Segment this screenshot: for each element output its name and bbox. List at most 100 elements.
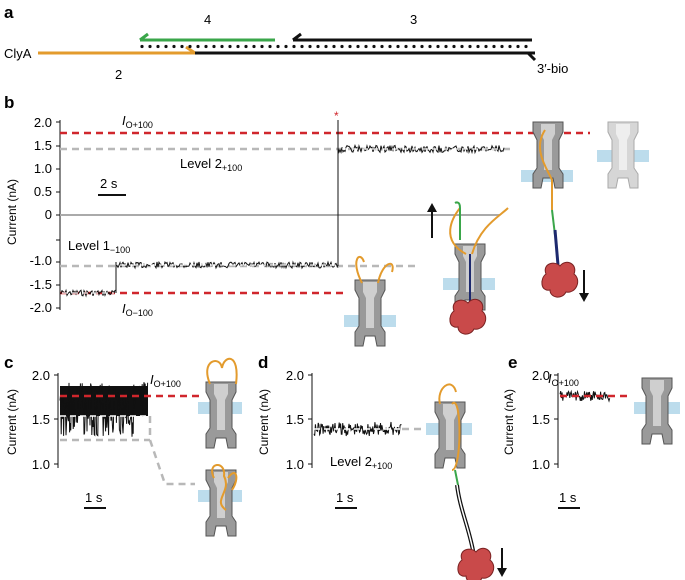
b-pore-open-bottom: [344, 255, 396, 347]
base-pair-dot: [260, 44, 264, 49]
base-pair-dot: [380, 44, 384, 49]
e-pore-illustration: [634, 377, 680, 445]
base-pair-dot: [388, 44, 392, 49]
base-pair-dot: [276, 44, 280, 49]
base-pair-dot: [220, 44, 224, 49]
base-pair-dot: [284, 44, 288, 49]
b-scale-label: 2 s: [100, 176, 118, 191]
panel-c-label: c: [4, 353, 13, 372]
base-pair-dot: [228, 44, 232, 49]
b-tick-0.5: 0.5: [34, 184, 52, 199]
base-pair-dot: [420, 44, 424, 49]
d-tick-2.0: 2.0: [286, 368, 304, 383]
base-pair-dot: [468, 44, 472, 49]
base-pair-dot: [484, 44, 488, 49]
base-pair-dot: [292, 44, 296, 49]
c-tick-1.0: 1.0: [32, 457, 50, 472]
panel-e: e Current (nA) 2.0 1.5 1.0 IO+100 1 s: [502, 353, 680, 509]
base-pair-dot: [340, 44, 344, 49]
b-tick-1.5: 1.5: [34, 138, 52, 153]
base-pair-dot: [396, 44, 400, 49]
base-pair-dot: [332, 44, 336, 49]
b-tick-m1.0: -1.0: [30, 253, 52, 268]
base-pair-dot: [324, 44, 328, 49]
base-pair-dot: [452, 44, 456, 49]
panel-a-label: a: [4, 3, 14, 22]
base-pair-dot: [500, 44, 504, 49]
b-label-level1: Level 1−100: [68, 238, 130, 255]
base-pair-dot: [156, 44, 160, 49]
base-pair-dot: [252, 44, 256, 49]
base-pair-dot: [516, 44, 520, 49]
base-pair-dot: [508, 44, 512, 49]
panel-b-ylabel: Current (nA): [5, 179, 19, 245]
base-pair-dot: [436, 44, 440, 49]
b-pore-empty: [597, 121, 649, 189]
c-trace-noise: [59, 382, 149, 437]
b-tick-2.0: 2.0: [34, 115, 52, 130]
e-level-label: IO+100: [548, 371, 579, 388]
base-pair-dot: [172, 44, 176, 49]
c-tick-2.0: 2.0: [32, 368, 50, 383]
base-pair-dot: [244, 44, 248, 49]
c-pore-top: [198, 357, 242, 449]
panel-c-ylabel: Current (nA): [5, 389, 19, 455]
panel-d-ticks: [308, 374, 312, 465]
panel-c-ticks: [54, 374, 58, 465]
end-label-3bio: 3′-bio: [537, 61, 568, 76]
b-trace: [59, 120, 505, 298]
base-pair-dot: [148, 44, 152, 49]
base-pair-dot: [236, 44, 240, 49]
base-pair-dot: [196, 44, 200, 49]
segment-label-2: 2: [115, 67, 122, 82]
base-pair-dot: [524, 44, 528, 49]
b-label-iom100: IO−100: [122, 301, 153, 318]
base-pair-dot: [188, 44, 192, 49]
panel-b-ticks: [56, 121, 60, 309]
c-grey-dash: [148, 416, 195, 486]
b-pore-level2: [521, 121, 589, 302]
e-scale-label: 1 s: [559, 490, 577, 505]
b-tick-m2.0: -2.0: [30, 300, 52, 315]
segment-label-4: 4: [204, 12, 211, 27]
c-tick-1.5: 1.5: [32, 412, 50, 427]
b-label-level2: Level 2+100: [180, 156, 242, 173]
base-pair-dot: [316, 44, 320, 49]
c-scale-label: 1 s: [85, 490, 103, 505]
base-pair-dot: [308, 44, 312, 49]
panel-d-ylabel: Current (nA): [257, 389, 271, 455]
c-level-label: IO+100: [150, 372, 181, 389]
panel-e-label: e: [508, 353, 517, 372]
base-pair-dot: [268, 44, 272, 49]
b-tick-0: 0: [45, 207, 52, 222]
e-tick-1.0: 1.0: [532, 457, 550, 472]
base-pair-dot: [348, 44, 352, 49]
base-pair-dot: [412, 44, 416, 49]
base-pair-dot: [300, 44, 304, 49]
strand-4-arrowhead: [139, 32, 149, 42]
d-level-label: Level 2+100: [330, 454, 392, 471]
c-pore-bottom: [198, 464, 242, 537]
d-tick-1.5: 1.5: [286, 412, 304, 427]
b-tick-1.0: 1.0: [34, 161, 52, 176]
panel-c: c Current (nA) 2.0 1.5 1.0 IO+100 1 s: [4, 353, 242, 537]
base-pair-dot: [140, 44, 144, 49]
base-pair-dot: [492, 44, 496, 49]
base-pair-dot: [428, 44, 432, 49]
strand-2-arrowhead: [185, 45, 196, 55]
e-tick-1.5: 1.5: [532, 412, 550, 427]
panel-e-ylabel: Current (nA): [502, 389, 516, 455]
d-trace: [313, 421, 402, 437]
segment-label-3: 3: [410, 12, 417, 27]
panel-d-label: d: [258, 353, 268, 372]
b-tick-m1.5: -1.5: [30, 277, 52, 292]
panel-b-label: b: [4, 93, 14, 112]
strand-label-clya: ClyA: [4, 46, 32, 61]
b-trace-seg2: [115, 260, 339, 270]
b-label-io100: IO+100: [122, 113, 153, 130]
strand-3-arrowhead: [292, 32, 302, 42]
base-pair-dot: [364, 44, 368, 49]
d-tick-1.0: 1.0: [286, 457, 304, 472]
base-pair-dot: [356, 44, 360, 49]
